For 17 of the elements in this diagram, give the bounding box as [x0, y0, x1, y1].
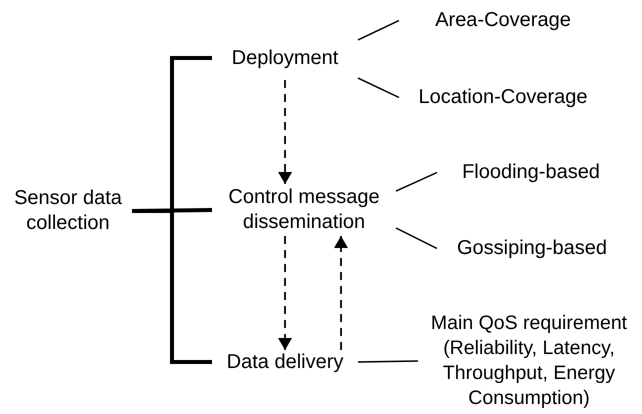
connector-line: [358, 20, 400, 41]
arrow: [278, 236, 292, 350]
connector-line: [396, 172, 438, 192]
node-label: Deployment: [232, 46, 338, 70]
node-label: Gossiping-based: [456, 236, 608, 261]
node-label: Sensor data collection: [13, 186, 123, 236]
node-label: Control message dissemination: [227, 185, 381, 235]
node-label: Data delivery: [226, 350, 344, 374]
arrow: [334, 236, 348, 350]
connector-line: [358, 360, 418, 363]
connector-line: [358, 77, 400, 98]
node-label: Location-Coverage: [418, 85, 588, 110]
arrow: [278, 80, 292, 184]
node-label: Flooding-based: [462, 160, 600, 185]
node-label: Area-Coverage: [435, 8, 571, 33]
node-label: Main QoS requirement (Reliability, Latency, Throughput, Energy Consumption): [430, 311, 628, 411]
connector-line: [396, 227, 438, 250]
